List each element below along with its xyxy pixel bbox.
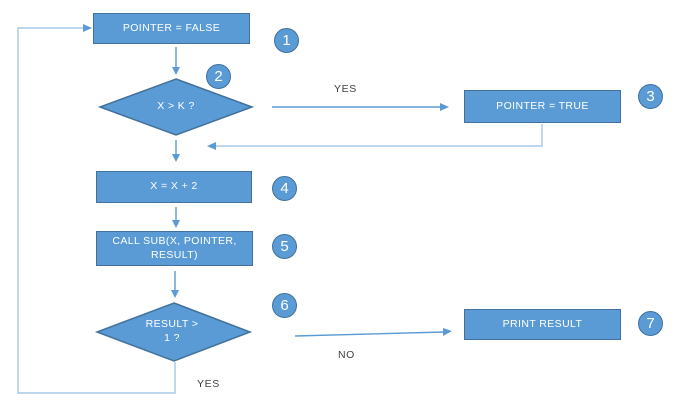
step-badge-3: 3 bbox=[638, 84, 663, 109]
process-pointer-false: POINTER = FALSE bbox=[93, 13, 250, 44]
edge-box5-to-diamond2-arrowhead bbox=[171, 290, 179, 298]
edge-yes-loop-arrowhead bbox=[83, 24, 92, 32]
edge-box1-to-diamond1-arrowhead bbox=[172, 67, 180, 75]
process-pointer-true: POINTER = TRUE bbox=[464, 90, 621, 123]
edge-label-no: NO bbox=[338, 349, 355, 361]
step-badge-5: 5 bbox=[272, 234, 297, 259]
edge-no-arrowhead bbox=[443, 328, 452, 336]
step-badge-2: 2 bbox=[206, 64, 231, 89]
step-badge-7: 7 bbox=[638, 311, 663, 336]
edge-yes-loop-line bbox=[17, 27, 176, 394]
edge-yes-top-arrowhead bbox=[440, 103, 449, 111]
process-x-plus-2: X = X + 2 bbox=[96, 171, 252, 203]
process-print-result: PRINT RESULT bbox=[464, 309, 621, 340]
step-badge-1: 1 bbox=[274, 28, 299, 53]
process-pointer-true-label: POINTER = TRUE bbox=[496, 99, 589, 112]
edge-label-yes-top: YES bbox=[334, 83, 357, 95]
decision-result-gt-1-label-line2: 1 ? bbox=[164, 331, 180, 344]
decision-result-gt-1-shape bbox=[94, 302, 253, 362]
decision-x-gt-k-label: X > K ? bbox=[157, 100, 195, 112]
step-badge-6: 6 bbox=[272, 293, 297, 318]
process-call-sub-label-line1: CALL SUB(X, POINTER, bbox=[112, 235, 237, 248]
process-call-sub: CALL SUB(X, POINTER, RESULT) bbox=[96, 231, 253, 266]
edge-return-arrowhead bbox=[207, 142, 216, 150]
process-print-result-label: PRINT RESULT bbox=[502, 317, 583, 330]
edge-box4-to-box5-arrowhead bbox=[172, 220, 180, 228]
decision-result-gt-1-label: RESULT > 1 ? bbox=[122, 318, 222, 345]
edge-diamond1-to-box4-arrowhead bbox=[172, 154, 180, 162]
step-badge-4: 4 bbox=[272, 176, 297, 201]
process-x-plus-2-label: X = X + 2 bbox=[150, 180, 198, 193]
edge-no-line bbox=[294, 331, 445, 337]
process-pointer-false-label: POINTER = FALSE bbox=[122, 21, 221, 34]
decision-x-gt-k-shape bbox=[97, 78, 255, 136]
decision-result-gt-1-label-line1: RESULT > bbox=[145, 318, 199, 330]
edge-label-yes-loop: YES bbox=[197, 378, 220, 390]
process-call-sub-label-line2: RESULT) bbox=[151, 248, 198, 261]
edge-return-line bbox=[215, 124, 543, 147]
